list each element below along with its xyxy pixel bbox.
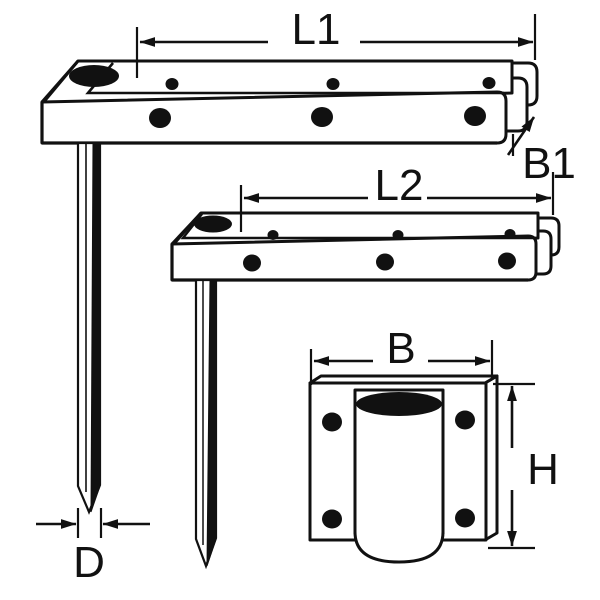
dimension-h: H <box>488 382 559 550</box>
upper-bracket-spike <box>76 141 102 515</box>
upper-bracket-front-hole-1 <box>149 108 171 128</box>
lower-bracket-view <box>170 211 561 570</box>
base-plate-hole-top-right <box>455 410 475 430</box>
upper-bracket-front-hole-3 <box>464 106 486 126</box>
upper-bracket-view <box>40 59 539 515</box>
upper-bracket-left-chamfer <box>40 60 80 103</box>
dimension-label-l1: L1 <box>292 5 341 54</box>
upper-bracket-slot-hole <box>69 65 119 87</box>
dimension-label-l2: L2 <box>375 161 424 210</box>
lower-bracket-rear-hole-2 <box>392 230 404 240</box>
dimension-label-h: H <box>527 445 559 494</box>
upper-bracket-rear-hole-2 <box>326 78 340 90</box>
dimension-label-b: B <box>386 324 415 373</box>
base-plate-view <box>308 374 499 564</box>
dimension-d: D <box>36 508 150 587</box>
base-plate-tube <box>353 388 445 564</box>
dimension-b1: B1 <box>506 116 576 188</box>
dimension-label-d: D <box>73 538 105 587</box>
lower-bracket-slot-hole <box>194 215 232 233</box>
base-plate-hole-top-left <box>322 412 342 432</box>
base-plate-tube-bore <box>356 392 442 416</box>
base-plate-hole-bottom-left <box>322 509 342 529</box>
dimension-l2: L2 <box>239 161 555 232</box>
lower-bracket-spike <box>194 278 218 570</box>
lower-bracket-left-chamfer <box>170 211 203 246</box>
lower-bracket-rear-hole-3 <box>504 229 516 239</box>
upper-bracket-front-hole-2 <box>311 107 333 127</box>
lower-bracket-front-face <box>170 234 538 282</box>
dimension-b: B <box>309 324 494 385</box>
base-plate-hole-bottom-right <box>455 508 475 528</box>
upper-bracket-rear-hole-3 <box>482 77 496 89</box>
lower-bracket-rear-hole-1 <box>267 230 279 240</box>
lower-bracket-front-hole-1 <box>243 254 261 272</box>
dimension-label-b1: B1 <box>522 139 576 188</box>
lower-bracket-front-hole-3 <box>498 252 516 270</box>
upper-bracket-rear-hole-1 <box>165 78 179 90</box>
dimension-l1: L1 <box>135 5 537 78</box>
lower-bracket-front-hole-2 <box>376 253 394 271</box>
upper-bracket-front-face <box>40 90 508 145</box>
